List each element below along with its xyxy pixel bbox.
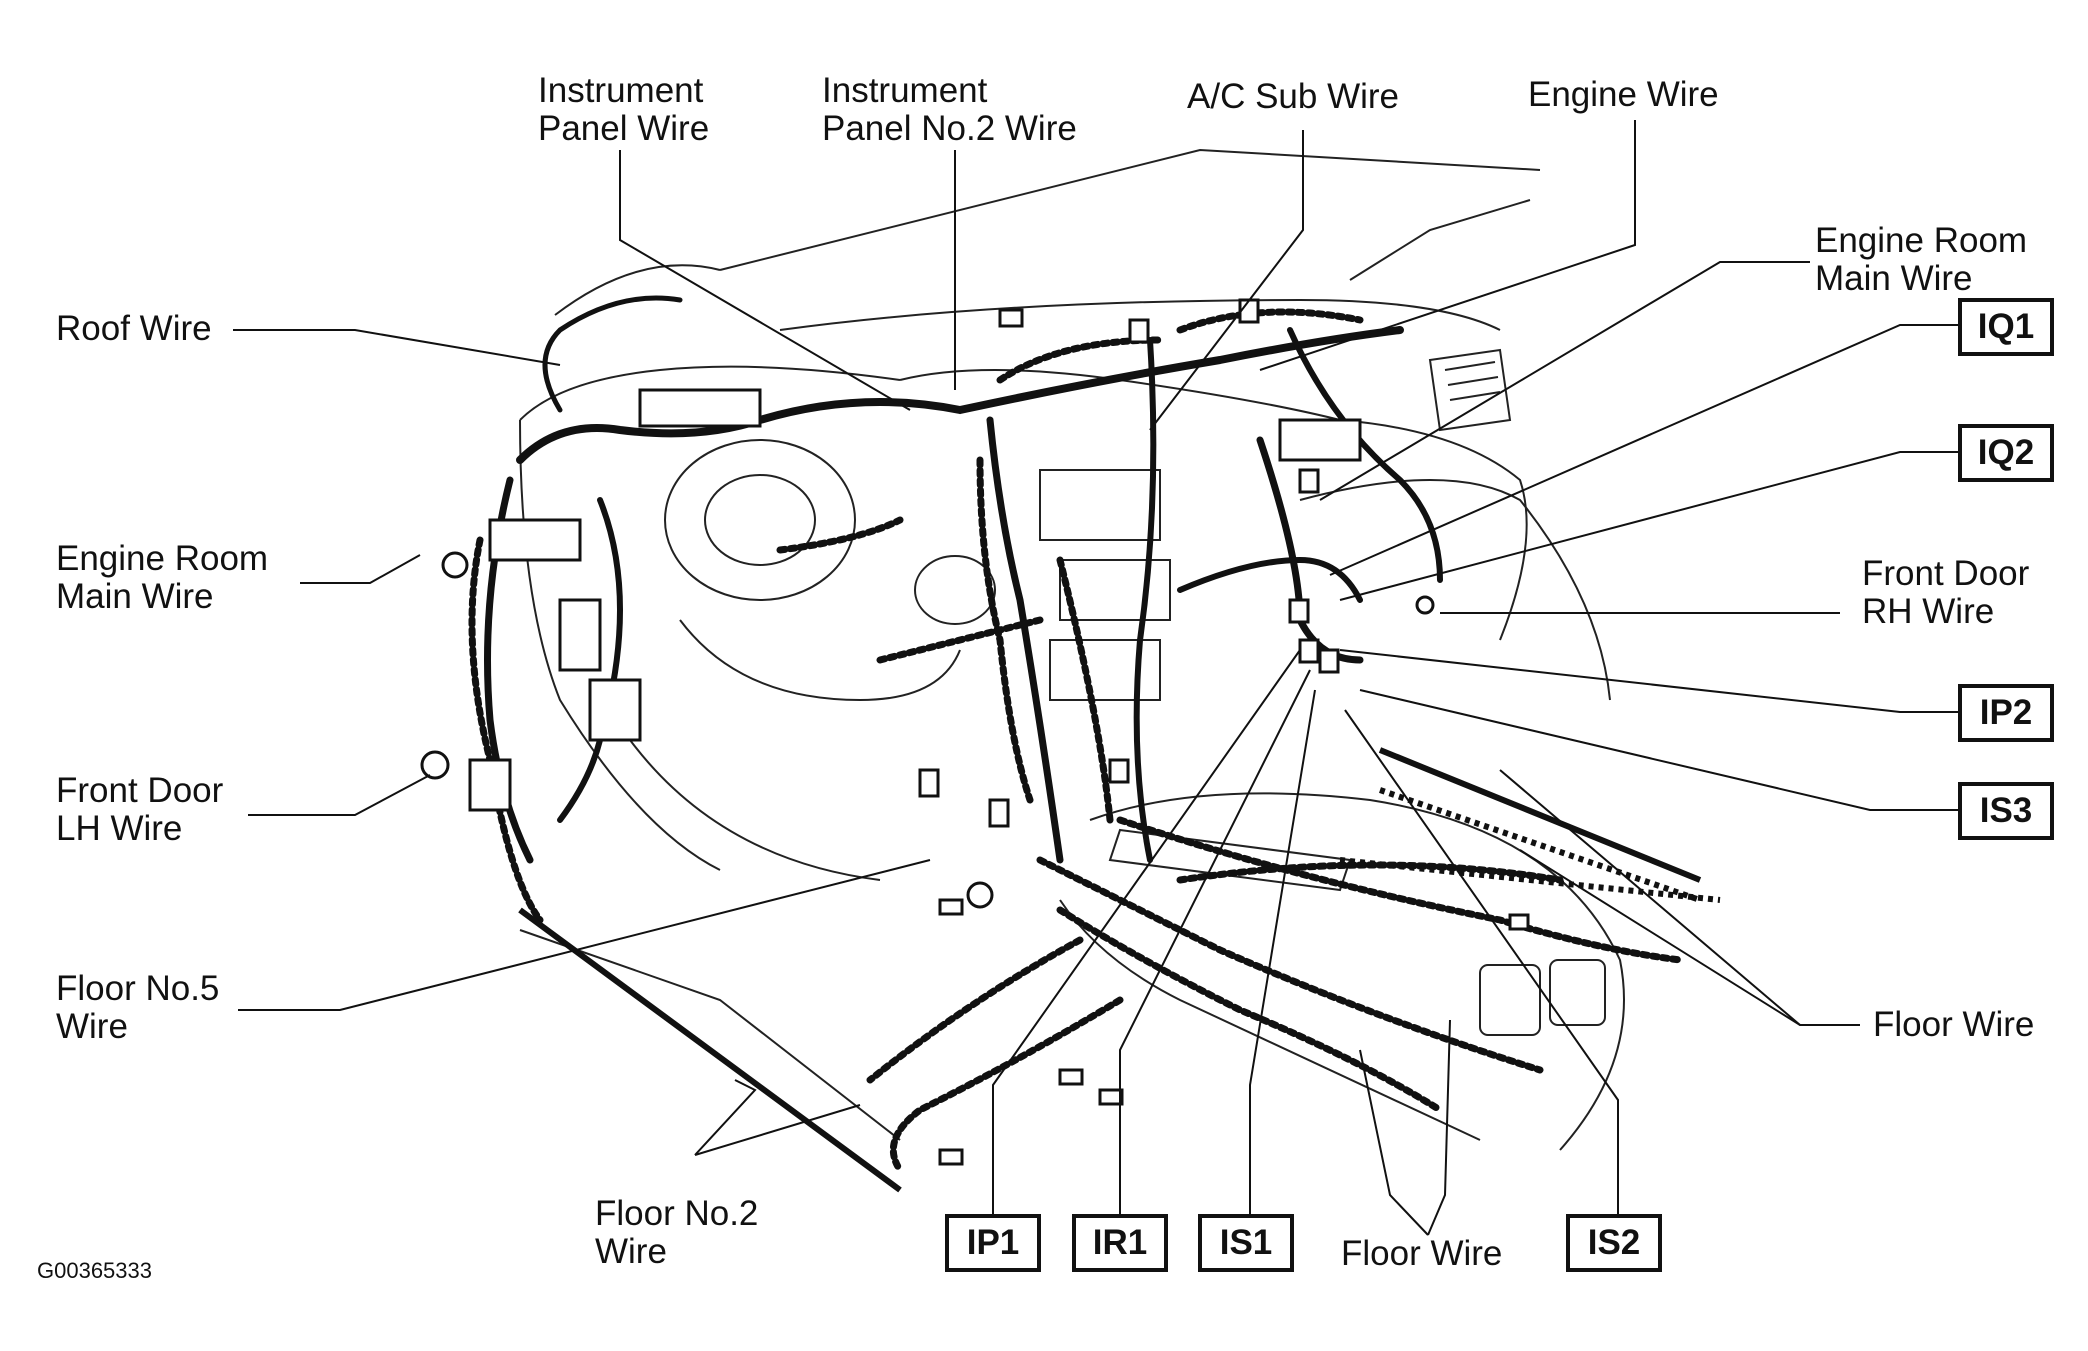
connector-is2: IS2 — [1566, 1214, 1662, 1272]
dashed-harness — [468, 308, 1684, 1174]
label-line: A/C Sub Wire — [1187, 77, 1399, 116]
connector-ip2: IP2 — [1958, 684, 2054, 742]
label-roof-wire: Roof Wire — [56, 310, 212, 348]
connector-blocks — [468, 298, 1530, 1166]
harness-bundles — [484, 295, 1443, 864]
leader-lines — [233, 120, 1958, 1236]
label-engine-wire: Engine Wire — [1528, 76, 1719, 114]
vehicle-outline — [519, 148, 1625, 1151]
label-line: Instrument — [538, 71, 704, 110]
connector-iq2: IQ2 — [1958, 424, 2054, 482]
label-ac-sub-wire: A/C Sub Wire — [1187, 78, 1399, 116]
label-instrument-panel-no2-wire: Instrument Panel No.2 Wire — [822, 72, 1077, 148]
label-line: Wire — [595, 1232, 667, 1271]
label-line: Wire — [56, 1007, 128, 1046]
label-line: Engine Room — [1815, 221, 2028, 260]
label-floor-no2-wire: Floor No.2 Wire — [595, 1195, 758, 1271]
floor-wire-runs — [518, 747, 1721, 1193]
connector-is3: IS3 — [1958, 782, 2054, 840]
label-line: Main Wire — [1815, 259, 1973, 298]
connector-ip1: IP1 — [945, 1214, 1041, 1272]
connector-is1: IS1 — [1198, 1214, 1294, 1272]
label-line: Front Door — [1862, 554, 2030, 593]
label-floor-wire-right: Floor Wire — [1873, 1006, 2034, 1044]
label-line: Floor Wire — [1341, 1234, 1503, 1273]
grommets — [420, 551, 1435, 909]
label-line: Engine Room — [56, 539, 269, 578]
label-line: Floor Wire — [1873, 1005, 2035, 1044]
label-line: Floor No.2 — [595, 1194, 759, 1233]
label-line: Engine Wire — [1528, 75, 1719, 114]
label-line: Floor No.5 — [56, 969, 220, 1008]
label-line: Instrument — [822, 71, 988, 110]
connector-ir1: IR1 — [1072, 1214, 1168, 1272]
label-line: RH Wire — [1862, 592, 1995, 631]
label-instrument-panel-wire: Instrument Panel Wire — [538, 72, 709, 148]
label-floor-wire-bottom: Floor Wire — [1341, 1235, 1502, 1273]
label-line: LH Wire — [56, 809, 183, 848]
figure-id: G00365333 — [37, 1258, 152, 1283]
label-floor-no5-wire: Floor No.5 Wire — [56, 970, 219, 1046]
label-line: Roof Wire — [56, 309, 212, 348]
label-front-door-rh-wire: Front Door RH Wire — [1862, 555, 2029, 631]
label-engine-room-main-wire-right: Engine Room Main Wire — [1815, 222, 2027, 298]
label-front-door-lh-wire: Front Door LH Wire — [56, 772, 223, 848]
label-line: Front Door — [56, 771, 224, 810]
connector-iq1: IQ1 — [1958, 298, 2054, 356]
label-line: Main Wire — [56, 577, 214, 616]
label-line: Panel No.2 Wire — [822, 109, 1077, 148]
label-line: Panel Wire — [538, 109, 710, 148]
label-engine-room-main-wire-left: Engine Room Main Wire — [56, 540, 268, 616]
